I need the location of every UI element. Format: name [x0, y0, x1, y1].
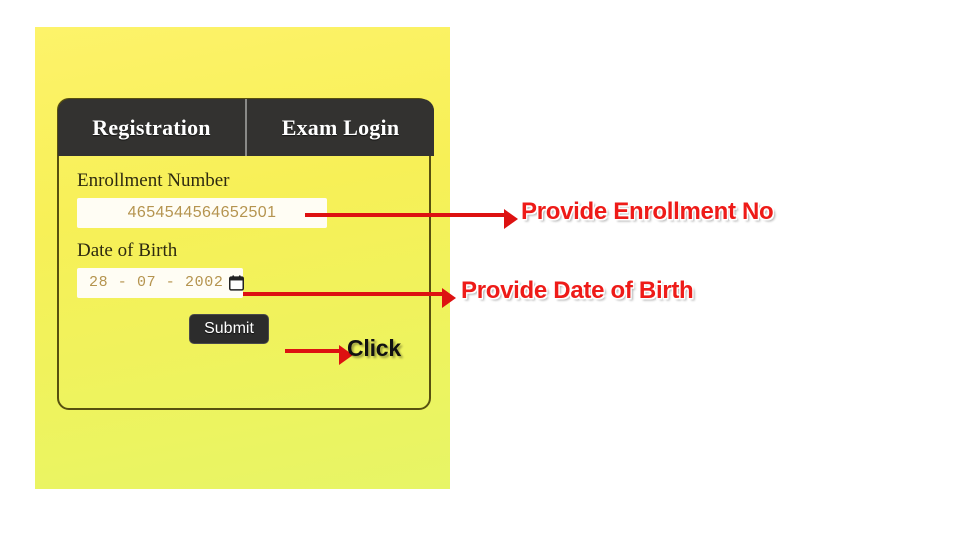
registration-card: Registration Exam Login Enrollment Numbe… [57, 98, 434, 410]
submit-button[interactable]: Submit [189, 313, 269, 345]
tab-exam-login[interactable]: Exam Login [247, 99, 434, 156]
date-of-birth-label: Date of Birth [77, 239, 178, 261]
tab-registration-label: Registration [92, 114, 211, 140]
slide-background-panel: Registration Exam Login Enrollment Numbe… [35, 27, 450, 489]
annotation-arrow-submit [285, 345, 353, 365]
date-of-birth-input[interactable]: 28 - 07 - 2002 [77, 267, 245, 298]
enrollment-number-label: Enrollment Number [77, 170, 230, 191]
calendar-icon[interactable] [229, 275, 245, 291]
annotation-label-date-of-birth: Provide Date of Birth [461, 277, 694, 304]
submit-row: Submit [77, 313, 411, 345]
tab-exam-login-label: Exam Login [281, 114, 400, 140]
date-of-birth-value: 28 - 07 - 2002 [89, 274, 224, 292]
registration-form: Enrollment Number 4654544564652501 Date … [59, 157, 429, 408]
annotation-arrow-date-of-birth [243, 288, 456, 308]
enrollment-number-input[interactable]: 4654544564652501 [77, 197, 327, 228]
tab-bar: Registration Exam Login [58, 99, 434, 156]
annotation-label-enrollment: Provide Enrollment No [521, 198, 774, 225]
annotation-arrow-enrollment [305, 209, 518, 229]
annotation-label-submit: Click [347, 335, 401, 361]
enrollment-number-value: 4654544564652501 [127, 203, 277, 221]
tab-registration[interactable]: Registration [58, 99, 247, 156]
